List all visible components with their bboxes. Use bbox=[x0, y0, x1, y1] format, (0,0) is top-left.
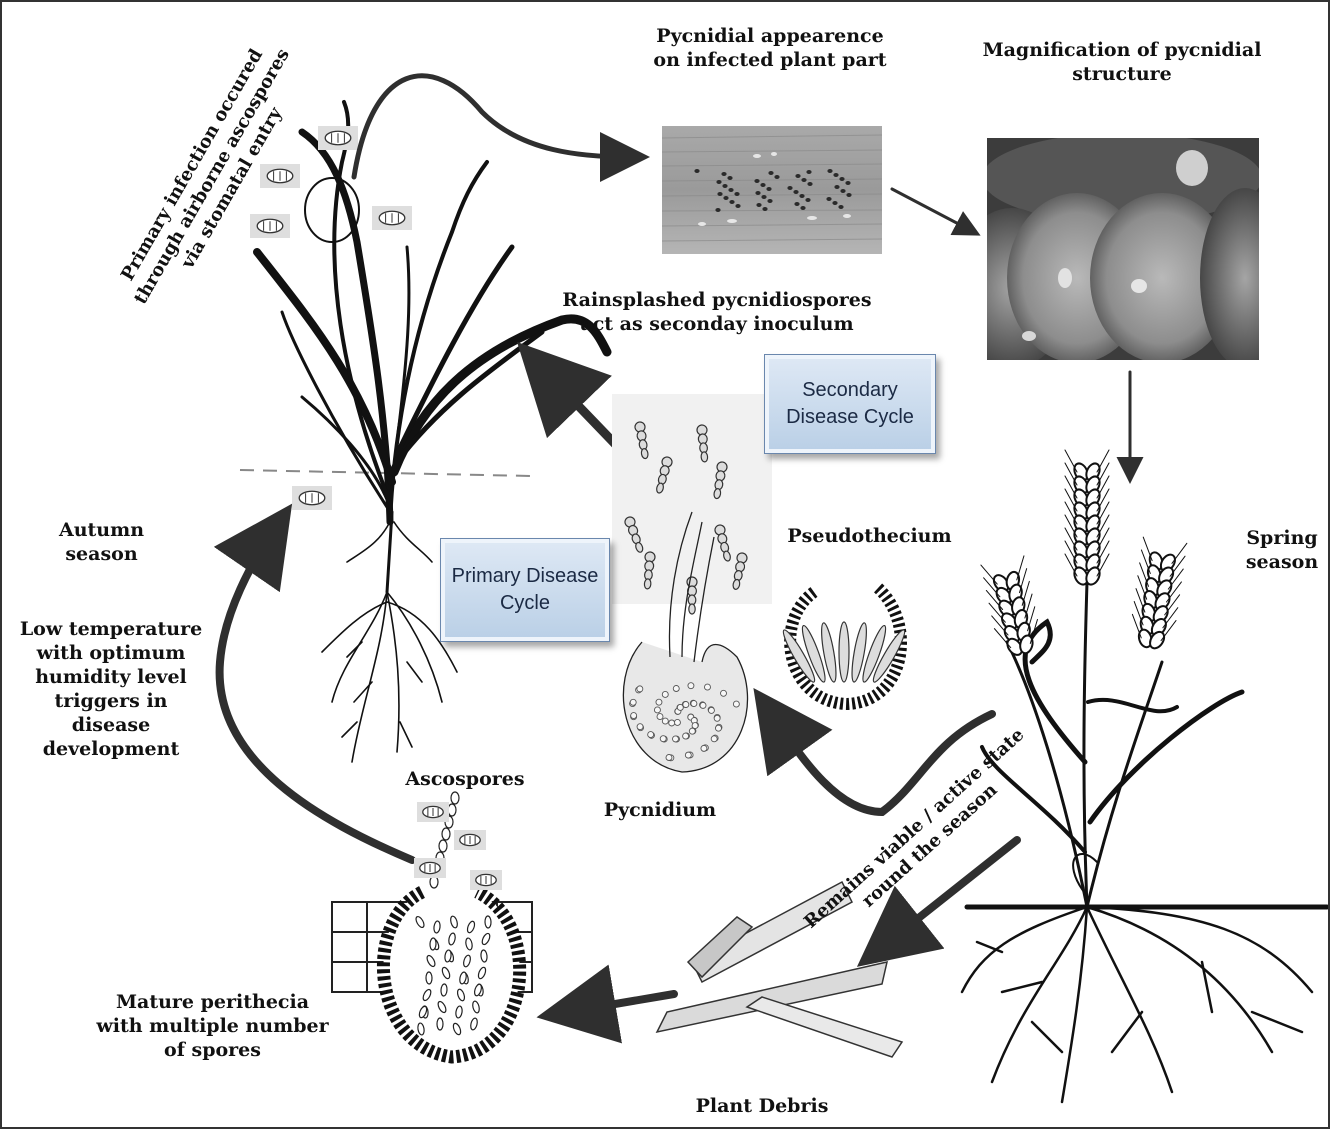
ascospore bbox=[442, 828, 450, 840]
ascospore bbox=[485, 916, 491, 928]
arrow-to-pycnidial-leaf bbox=[354, 76, 630, 177]
ascospore bbox=[430, 938, 437, 950]
wheat-head bbox=[1065, 450, 1109, 587]
mature-perithecia-label: Mature perithecia with multiple number o… bbox=[90, 990, 335, 1062]
ascus bbox=[839, 622, 849, 682]
ascospores-label: Ascospores bbox=[400, 767, 530, 791]
secondary-disease-cycle-box: Secondary Disease Cycle bbox=[764, 354, 936, 454]
plant-debris-label: Plant Debris bbox=[682, 1094, 842, 1118]
spring-season-label: Spring season bbox=[1242, 526, 1322, 574]
autumn-season-label: Autumn season bbox=[54, 518, 149, 566]
wheat-head bbox=[1128, 537, 1187, 653]
ascospore bbox=[437, 1018, 443, 1030]
perithecium-drawing bbox=[332, 792, 532, 1057]
pycnidiospores bbox=[612, 394, 772, 614]
magnification-label: Magnification of pycnidial structure bbox=[977, 38, 1267, 86]
rainsplashed-label: Rainsplashed pycnidiospores act as secon… bbox=[547, 288, 887, 336]
pseudothecium-drawing bbox=[780, 587, 909, 704]
arrow-to-magnification bbox=[892, 189, 970, 230]
ascospore bbox=[451, 792, 459, 804]
ascospore bbox=[439, 840, 447, 852]
ascospore bbox=[448, 804, 456, 816]
secondary-disease-cycle-text: Secondary Disease Cycle bbox=[780, 377, 920, 431]
low-temperature-label: Low temperature with optimum humidity le… bbox=[16, 617, 206, 761]
arrow-to-perithecia bbox=[568, 994, 674, 1012]
primary-disease-cycle-text: Primary Disease Cycle bbox=[450, 563, 600, 617]
pycnidium-label: Pycnidium bbox=[600, 798, 720, 822]
ascospore bbox=[426, 972, 432, 984]
primary-disease-cycle-box: Primary Disease Cycle bbox=[440, 538, 610, 642]
pycnidial-appearance-label: Pycnidial appearence on infected plant p… bbox=[640, 24, 900, 72]
ascospore bbox=[441, 984, 448, 996]
pseudothecium-label: Pseudothecium bbox=[787, 524, 952, 548]
arrow-to-primary-infection bbox=[220, 530, 412, 860]
wheat-head bbox=[981, 556, 1044, 661]
infected-wheat-plant bbox=[257, 102, 607, 762]
